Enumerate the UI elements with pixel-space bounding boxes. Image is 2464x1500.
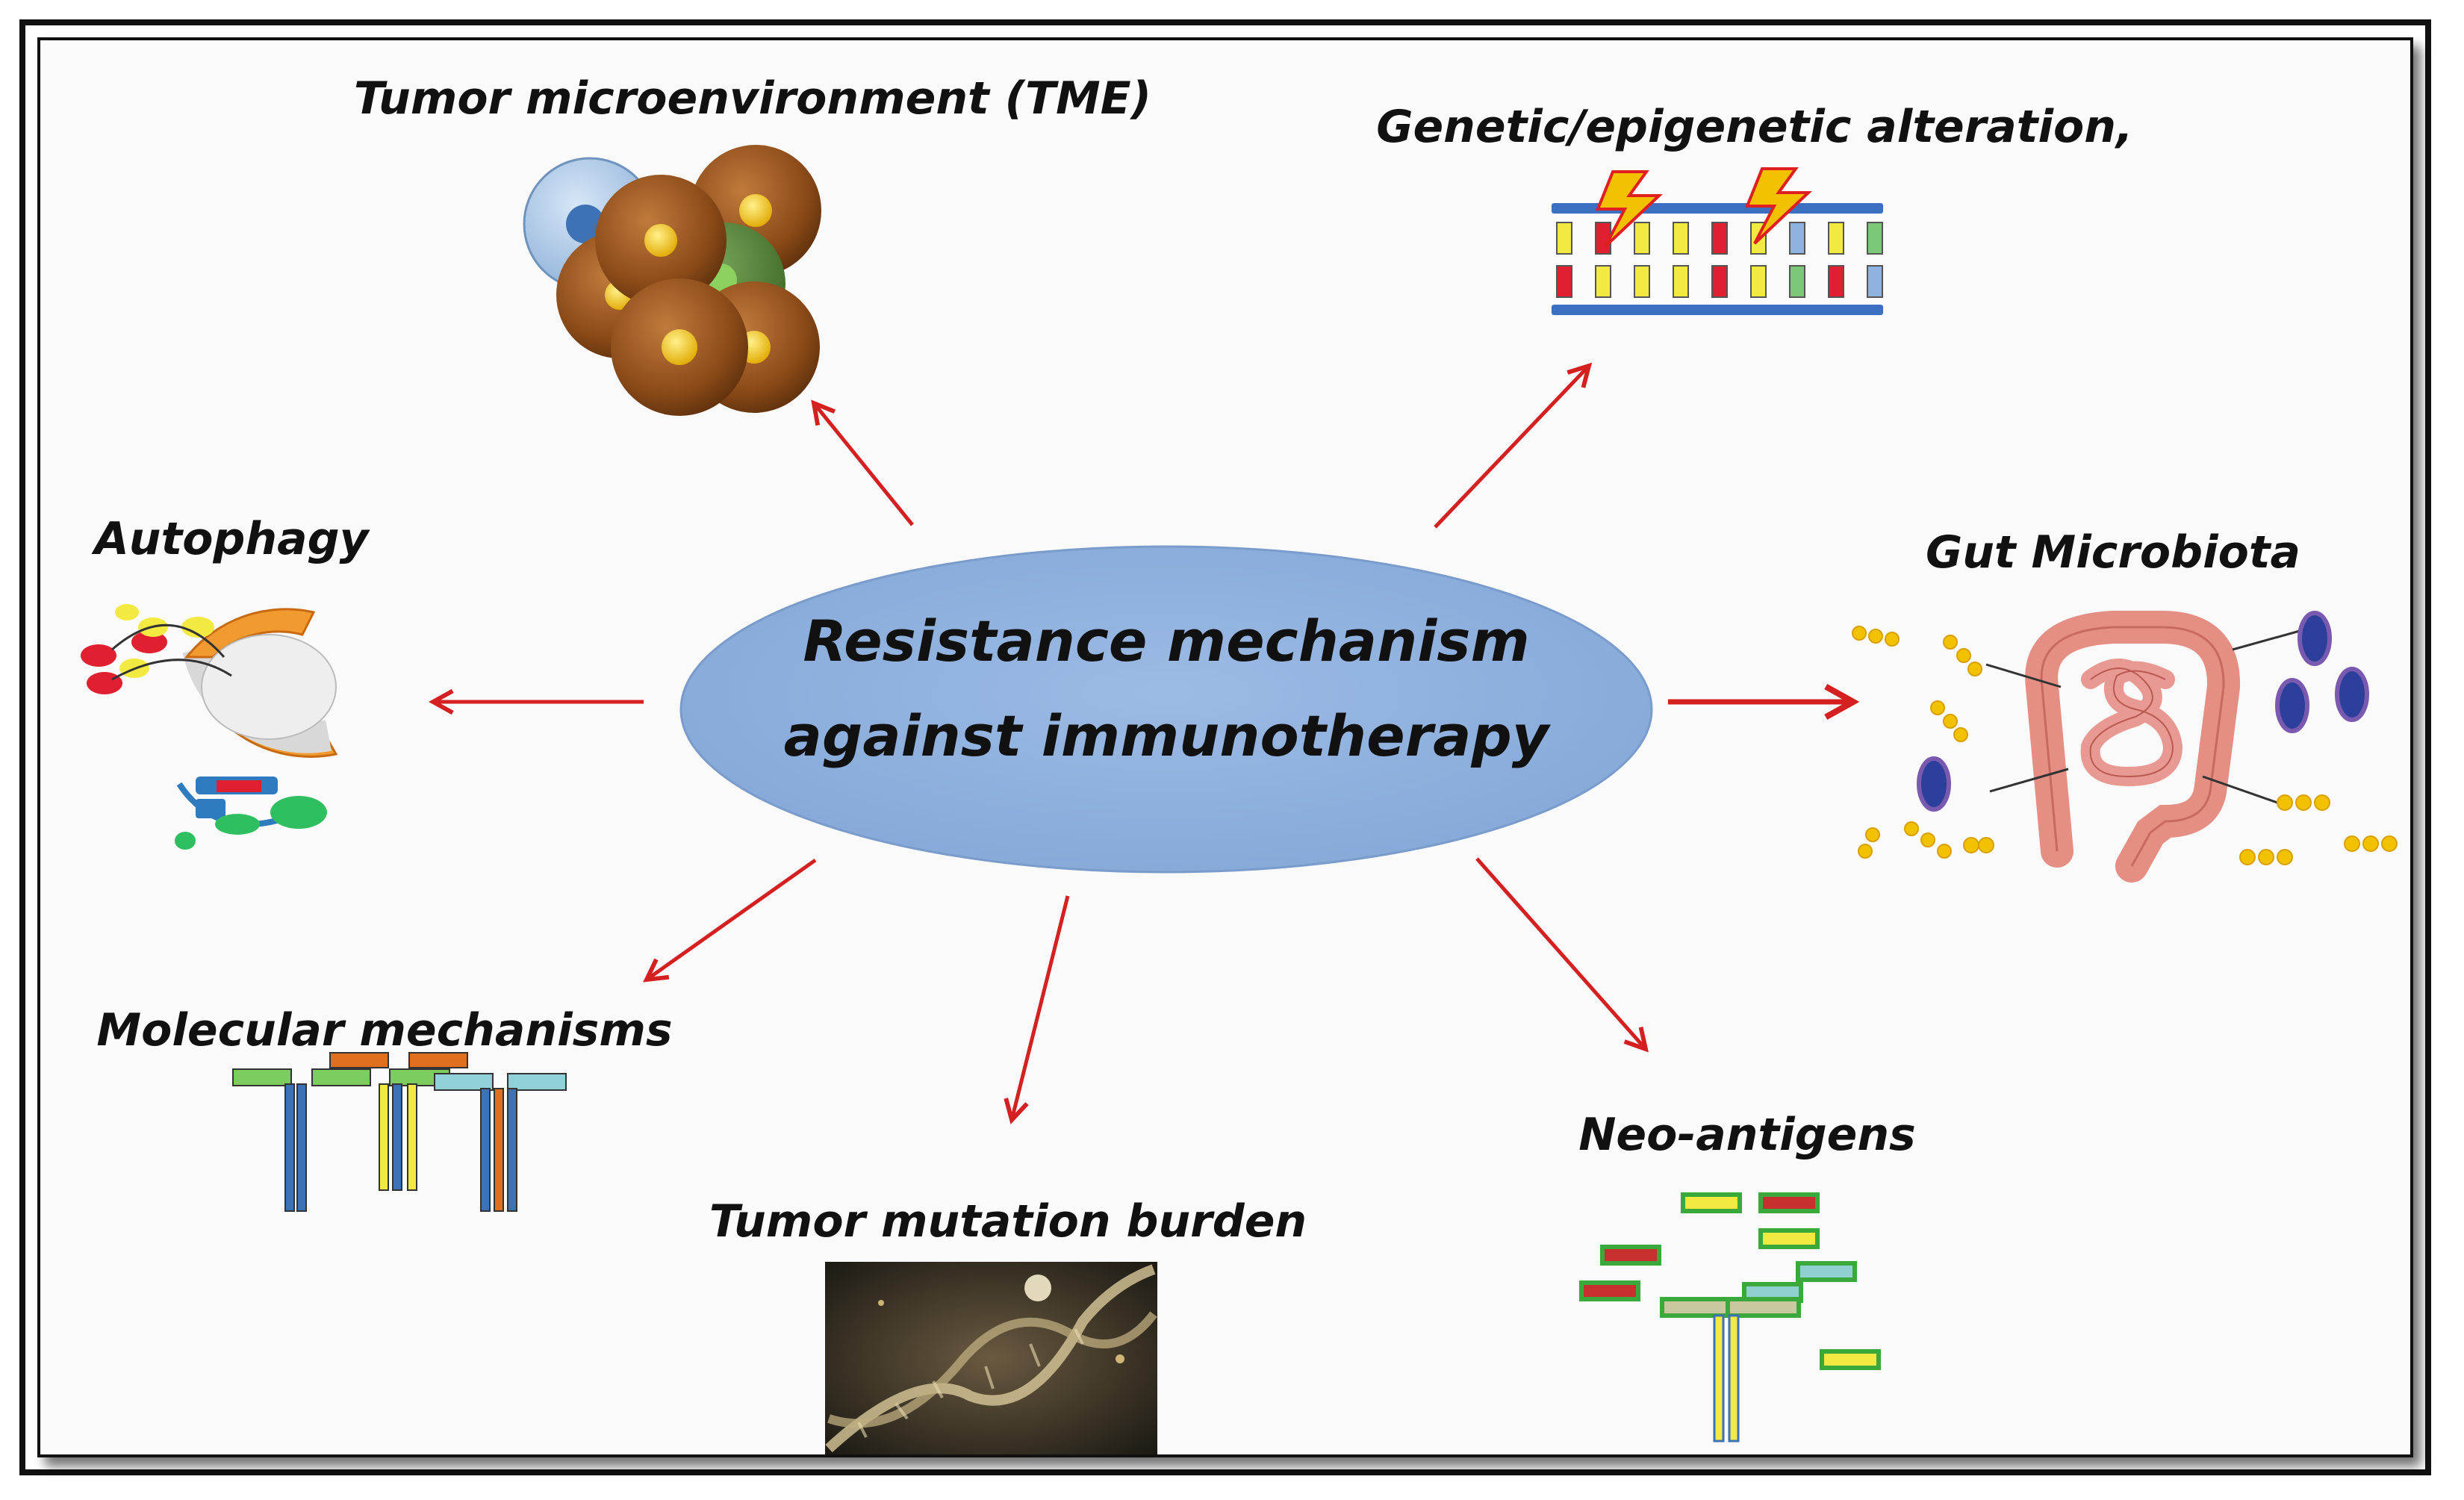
bacteria-illustration (1852, 611, 2398, 865)
autophagosome-illustration (81, 604, 338, 850)
lightning-icon (1596, 170, 1664, 248)
antigen-receptor-illustration (1579, 1192, 1881, 1443)
autophagy-label: Autophagy (91, 513, 370, 565)
dna-helix-photo (825, 1262, 1157, 1454)
arrow-to-molecular (647, 858, 817, 980)
arrow-to-tmb (1012, 895, 1070, 1120)
tmb-label: Tumor mutation burden (709, 1195, 1307, 1248)
outer-frame (19, 19, 2431, 1475)
center-title-line1: Resistance mechanism (803, 608, 1529, 674)
node-tmb: Tumor mutation burden (709, 1195, 1307, 1454)
arrow-to-genetic (1434, 366, 1589, 529)
arrows (433, 366, 1853, 1120)
center-title-line2: against immunotherapy (784, 703, 1552, 769)
node-molecular: Molecular mechanisms (96, 1004, 673, 1212)
arrow-to-tme (814, 403, 914, 526)
intestine-illustration (1985, 611, 2300, 883)
genetic-label: Genetic/epigenetic alteration, (1376, 101, 2133, 153)
receptor-illustration (232, 1052, 567, 1212)
neo-label: Neo-antigens (1578, 1109, 1916, 1161)
dna-strand-illustration (1552, 167, 1883, 315)
cell-cluster-illustration (523, 145, 821, 416)
node-tme: Tumor microenvironment (TME) (354, 72, 1151, 416)
molecular-label: Molecular mechanisms (96, 1004, 672, 1056)
lightning-icon (1745, 167, 1813, 245)
center-node: Resistance mechanism against immunothera… (679, 545, 1653, 874)
gut-label: Gut Microbiota (1926, 526, 2300, 579)
center-ellipse (679, 545, 1653, 874)
tme-label: Tumor microenvironment (TME) (354, 72, 1151, 125)
node-genetic: Genetic/epigenetic alteration, (1376, 101, 2133, 315)
node-gut: Gut Microbiota (1852, 526, 2398, 883)
inner-frame (37, 37, 2413, 1457)
arrow-to-neo (1475, 857, 1646, 1049)
node-autophagy: Autophagy (81, 513, 371, 850)
node-neo: Neo-antigens (1578, 1109, 1916, 1443)
